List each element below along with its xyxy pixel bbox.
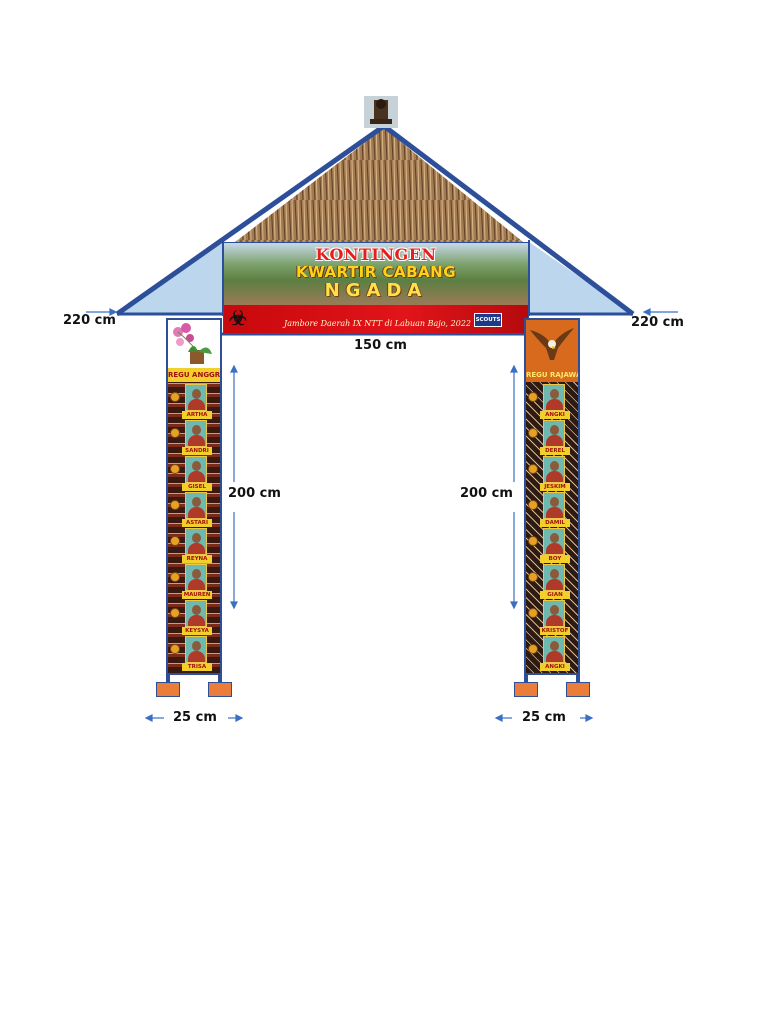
member-badge-icon bbox=[170, 608, 180, 618]
member-card: BOY bbox=[528, 528, 570, 564]
left-foot-a bbox=[156, 682, 180, 697]
member-photo bbox=[543, 456, 565, 483]
group-name-label: REGU ANGGREK bbox=[168, 368, 220, 382]
roof-left-edge bbox=[115, 123, 386, 317]
member-card: TRISA bbox=[170, 636, 212, 672]
member-name: ASTARI bbox=[182, 519, 212, 527]
right-height-dimension: 200 cm bbox=[460, 486, 513, 501]
member-badge-icon bbox=[528, 644, 538, 654]
member-photo bbox=[185, 456, 207, 483]
member-card: MAUREN bbox=[170, 564, 212, 600]
member-name: TRISA bbox=[182, 663, 212, 671]
left-pillar-leg-b bbox=[218, 673, 222, 685]
member-badge-icon bbox=[170, 464, 180, 474]
member-card: REYNA bbox=[170, 528, 212, 564]
group-name-label: REGU RAJAWALI bbox=[526, 368, 578, 382]
member-card: GIAN bbox=[528, 564, 570, 600]
member-photo bbox=[185, 564, 207, 591]
right-pillar-leg-b bbox=[576, 673, 580, 685]
right-base-dimension: 25 cm bbox=[522, 710, 566, 725]
span-width-dimension: 150 cm bbox=[354, 338, 407, 353]
member-photo bbox=[185, 420, 207, 447]
member-name: REYNA bbox=[182, 555, 212, 563]
left-height-dimension: 200 cm bbox=[228, 486, 281, 501]
member-name: ARTHA bbox=[182, 411, 212, 419]
member-name: SANDRI bbox=[182, 447, 212, 455]
member-badge-icon bbox=[170, 536, 180, 546]
member-badge-icon bbox=[170, 428, 180, 438]
member-badge-icon bbox=[528, 500, 538, 510]
member-name: ANGKI bbox=[540, 411, 570, 419]
scouts-badge: SCOUTS bbox=[474, 313, 502, 327]
scout-emblem-icon: ☣ bbox=[229, 306, 247, 330]
member-card: SANDRI bbox=[170, 420, 212, 456]
member-badge-icon bbox=[528, 608, 538, 618]
right-eave-dimension: 220 cm bbox=[631, 315, 684, 330]
member-card: GISEL bbox=[170, 456, 212, 492]
member-photo bbox=[543, 492, 565, 519]
contingent-banner: KONTINGEN KWARTIR CABANG NGADA ☣ Jambore… bbox=[223, 242, 529, 334]
member-badge-icon bbox=[170, 392, 180, 402]
member-list: ARTHA SANDRI GISEL ASTARI REYNA MAUREN KEYSYA T… bbox=[170, 384, 214, 672]
member-name: DEREL bbox=[540, 447, 570, 455]
left-pillar-leg-a bbox=[166, 673, 170, 685]
member-name: JESKIM bbox=[540, 483, 570, 491]
member-card: KRISTOF bbox=[528, 600, 570, 636]
left-eave-dimension: 220 cm bbox=[63, 313, 116, 328]
member-name: GISEL bbox=[182, 483, 212, 491]
member-photo bbox=[543, 564, 565, 591]
banner-subtitle: Jambore Daerah IX NTT di Labuan Bajo, 20… bbox=[284, 319, 472, 328]
banner-landscape bbox=[224, 243, 528, 305]
member-photo bbox=[543, 600, 565, 627]
member-badge-icon bbox=[528, 392, 538, 402]
member-name: DAMIL bbox=[540, 519, 570, 527]
member-photo bbox=[543, 420, 565, 447]
member-card: DEREL bbox=[528, 420, 570, 456]
member-card: ANGKI bbox=[528, 636, 570, 672]
member-card: KEYSYA bbox=[170, 600, 212, 636]
member-photo bbox=[185, 528, 207, 555]
member-name: MAUREN bbox=[182, 591, 212, 599]
member-list: ANGKI DEREL JESKIM DAMIL BOY GIAN KRISTOF ANGKI bbox=[528, 384, 572, 672]
orchid-flower-icon bbox=[168, 320, 220, 368]
member-photo bbox=[543, 384, 565, 411]
right-pillar-leg-a bbox=[524, 673, 528, 685]
right-pillar: REGU RAJAWALI ANGKI DEREL JESKIM DAMIL BOY GI… bbox=[524, 318, 580, 675]
member-card: ASTARI bbox=[170, 492, 212, 528]
left-base-dimension: 25 cm bbox=[173, 710, 217, 725]
left-pillar: REGU ANGGREK ARTHA SANDRI GISEL ASTARI REYNA… bbox=[166, 318, 222, 675]
member-photo bbox=[185, 600, 207, 627]
member-badge-icon bbox=[170, 572, 180, 582]
member-badge-icon bbox=[170, 644, 180, 654]
member-photo bbox=[185, 384, 207, 411]
member-name: GIAN bbox=[540, 591, 570, 599]
roof-right-edge bbox=[382, 124, 635, 316]
member-badge-icon bbox=[170, 500, 180, 510]
member-badge-icon bbox=[528, 536, 538, 546]
member-name: KRISTOF bbox=[540, 627, 570, 635]
banner-title-line1: KONTINGEN bbox=[315, 245, 437, 264]
right-foot-a bbox=[514, 682, 538, 697]
member-badge-icon bbox=[528, 464, 538, 474]
member-card: ANGKI bbox=[528, 384, 570, 420]
member-card: JESKIM bbox=[528, 456, 570, 492]
member-photo bbox=[185, 492, 207, 519]
right-foot-b bbox=[566, 682, 590, 697]
banner-title-line3: NGADA bbox=[324, 280, 428, 301]
thatch-roof bbox=[235, 128, 523, 242]
member-name: KEYSYA bbox=[182, 627, 212, 635]
banner-title-line2: KWARTIR CABANG bbox=[295, 263, 457, 281]
member-photo bbox=[185, 636, 207, 663]
member-photo bbox=[543, 528, 565, 555]
left-foot-b bbox=[208, 682, 232, 697]
member-card: DAMIL bbox=[528, 492, 570, 528]
member-name: ANGKI bbox=[540, 663, 570, 671]
member-badge-icon bbox=[528, 428, 538, 438]
member-card: ARTHA bbox=[170, 384, 212, 420]
member-photo bbox=[543, 636, 565, 663]
eagle-icon bbox=[526, 320, 578, 368]
member-badge-icon bbox=[528, 572, 538, 582]
member-name: BOY bbox=[540, 555, 570, 563]
